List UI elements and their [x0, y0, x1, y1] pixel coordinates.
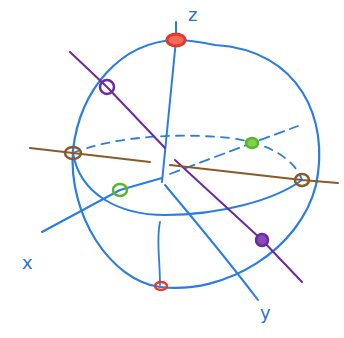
- green-point: [113, 184, 127, 196]
- purple-point: [256, 234, 268, 246]
- equator-front: [73, 153, 302, 215]
- brown-axis: [30, 148, 338, 183]
- sphere-outline: [73, 40, 320, 288]
- y-axis: [165, 185, 258, 300]
- purple-point: [100, 80, 114, 94]
- green-point: [246, 138, 258, 148]
- red-point: [167, 34, 185, 46]
- brown-point: [65, 147, 81, 159]
- brown-point: [295, 174, 309, 186]
- axis-label: x: [22, 254, 33, 272]
- z-axis-lower: [158, 222, 160, 285]
- axis-label: z: [188, 6, 197, 24]
- red-point: [155, 282, 167, 290]
- axis-label: y: [260, 304, 271, 322]
- x-axis: [42, 178, 162, 232]
